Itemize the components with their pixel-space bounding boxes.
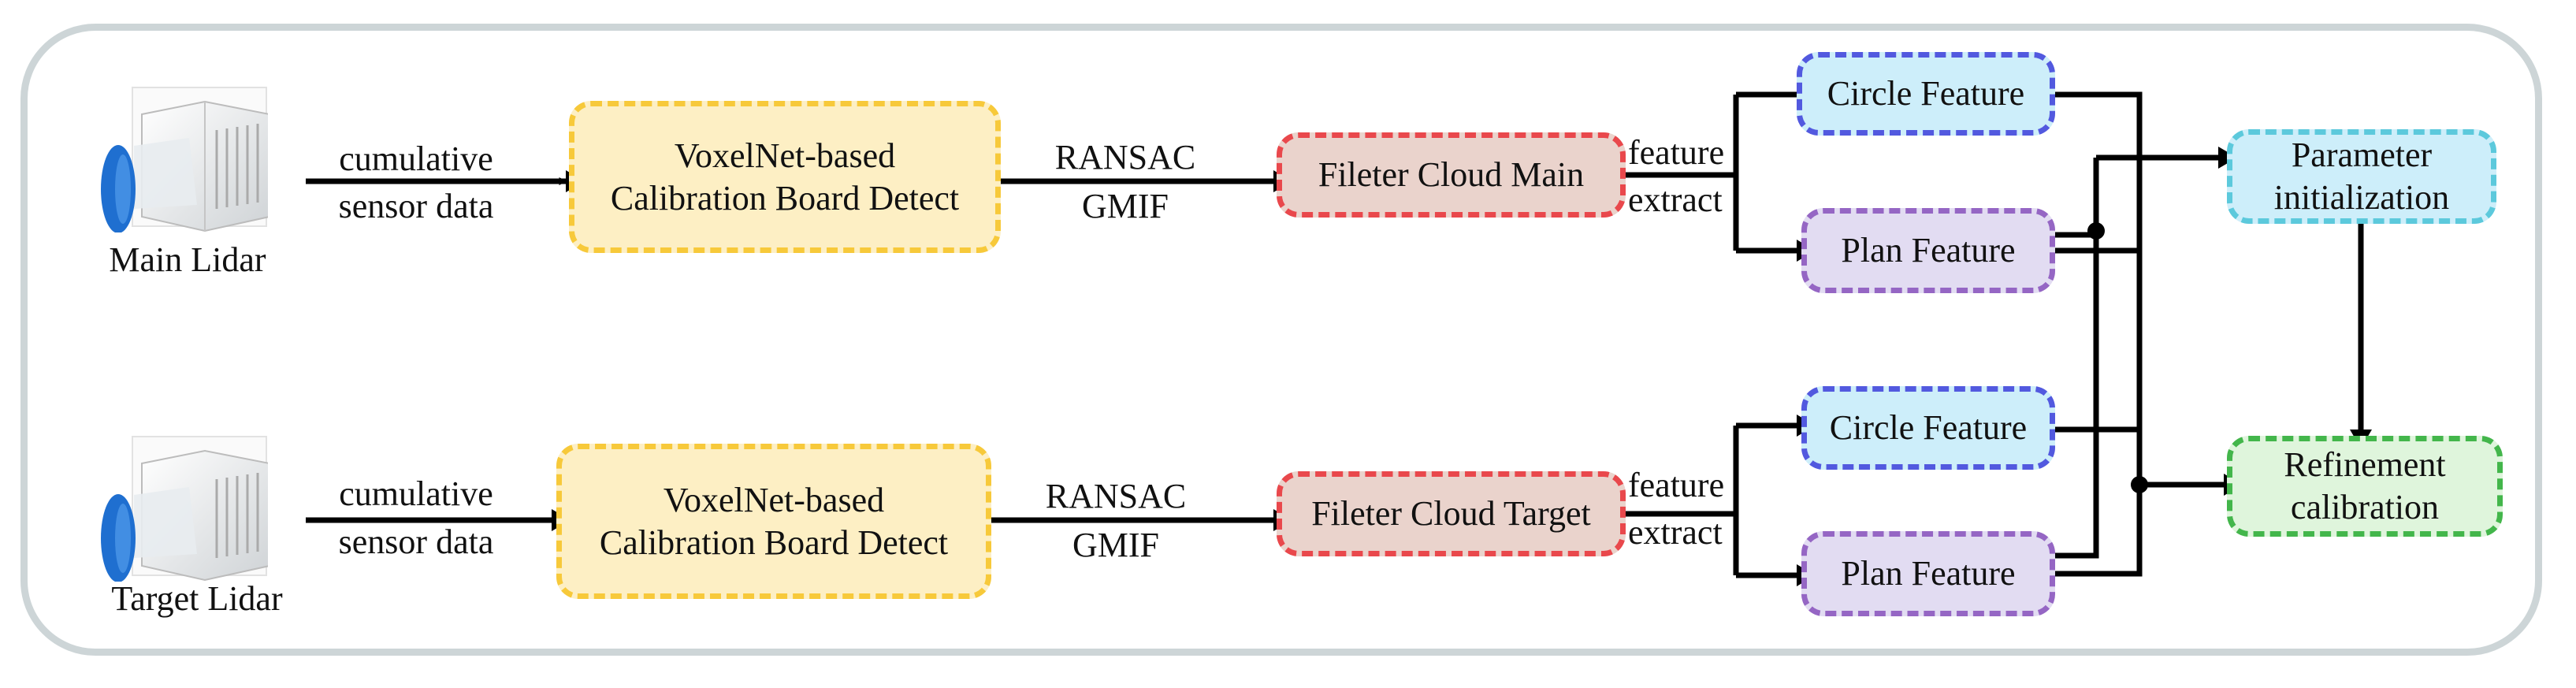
plan-feature-target-box: Plan Feature [1801,531,2055,616]
lidar-sensor-icon [101,436,268,582]
edge-label-feature-main: feature [1628,133,1725,172]
diagram-frame [20,24,2542,656]
edge-label-extract-main: extract [1628,180,1723,219]
main-lidar-label: Main Lidar [109,240,266,279]
lidar-sensor-icon [101,87,268,232]
detect-main-line1: VoxelNet-based [674,136,896,175]
plan-feature-main-box: Plan Feature [1801,208,2055,293]
edge-label-sensor-main: sensor data [338,187,494,225]
edge-label-gmif-target: GMIF [1072,526,1160,564]
target-lidar-label: Target Lidar [111,579,283,618]
bus-right [2053,91,2143,577]
edge-label-feature-target: feature [1628,466,1725,504]
detect-target-line2: Calibration Board Detect [599,523,949,562]
refine-line2: calibration [2290,488,2440,526]
filter-main-label: Fileter Cloud Main [1318,155,1585,195]
param-init-line1: Parameter [2291,136,2433,175]
bus-left [2053,158,2099,559]
filter-target-box: Fileter Cloud Target [1277,471,1626,556]
circle-feature-target-label: Circle Feature [1829,408,2028,448]
edge-label-cumulative-target: cumulative [339,474,493,513]
param-init-line2: initialization [2273,178,2450,217]
edge-label-cumulative-main: cumulative [339,139,493,178]
filter-target-label: Fileter Cloud Target [1311,494,1591,534]
circle-feature-main-label: Circle Feature [1827,74,2025,113]
circle-feature-target-box: Circle Feature [1801,386,2055,470]
plan-feature-target-label: Plan Feature [1841,554,2016,593]
refine-line1: Refinement [2284,445,2446,485]
edge-label-ransac-target: RANSAC [1045,477,1187,515]
line-plan-main-up [2053,158,2099,238]
circle-feature-main-box: Circle Feature [1797,52,2055,136]
plan-feature-main-label: Plan Feature [1841,231,2016,270]
edge-label-gmif-main: GMIF [1081,187,1169,225]
detect-main-line2: Calibration Board Detect [610,178,960,218]
edge-label-sensor-target: sensor data [338,523,494,561]
edge-label-ransac-main: RANSAC [1054,138,1196,177]
filter-main-box: Fileter Cloud Main [1277,132,1626,218]
edge-label-extract-target: extract [1628,513,1723,552]
detect-target-line1: VoxelNet-based [663,480,885,519]
